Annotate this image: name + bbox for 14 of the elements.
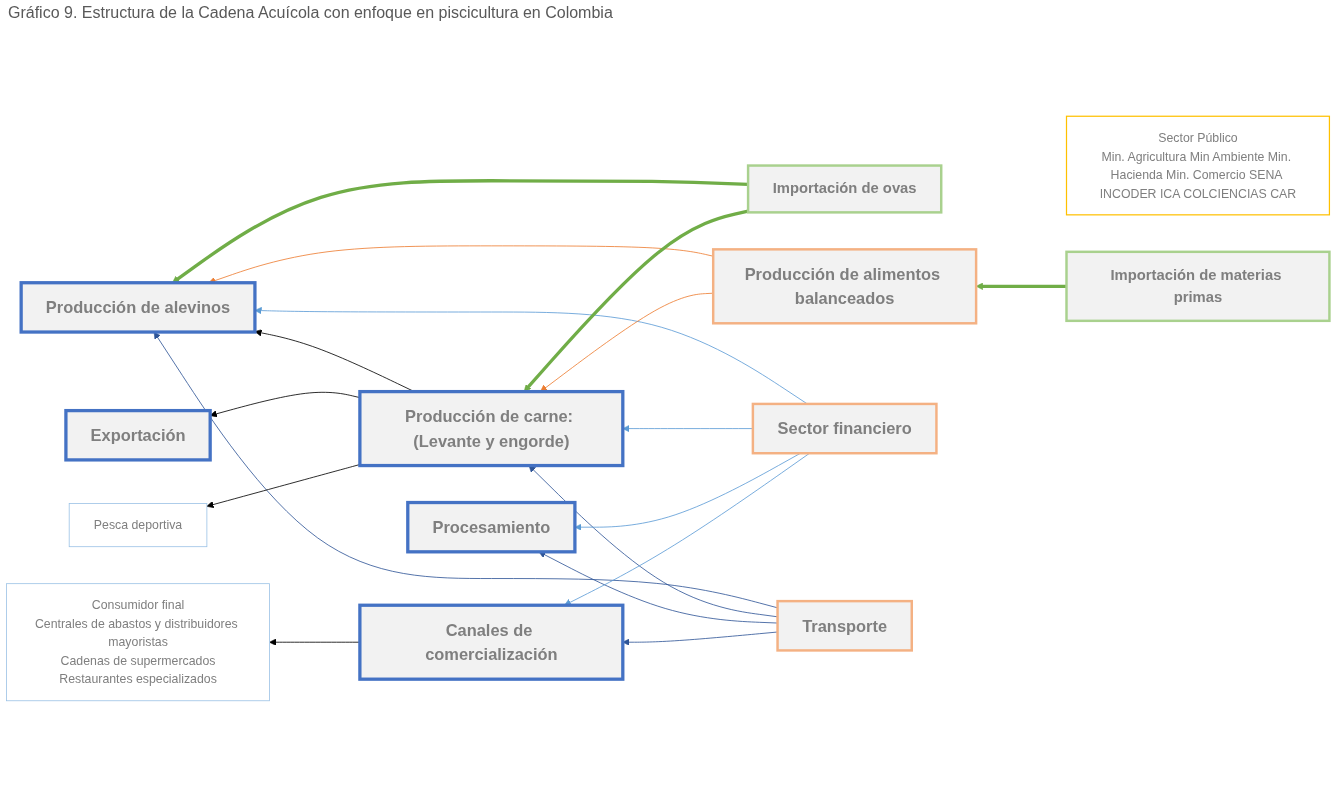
node-box: Transporte [776,599,913,652]
node-box: Consumidor final Centrales de abastos y distribuidores mayoristas Cadenas de supermercados Restaurantes especializados [6,583,270,702]
node-box: Sector Público Min. Agricultura Min Ambiente Min. Hacienda Min. Comercio SENA INCODER ICA COLCIENCIAS CAR [1065,115,1331,216]
node-box: Pesca deportiva [68,503,208,548]
node-box: Exportación [64,408,212,462]
node-box: Importación de materias primas [1065,250,1331,323]
node-box: Importación de ovas [746,164,943,214]
node-box: Procesamiento [406,500,577,554]
node-box: Producción de alimentos balanceados [711,248,978,325]
diagram-title: Gráfico 9. Estructura de la Cadena Acuícola con enfoque en piscicultura en Colombia [7,3,614,23]
node-box: Sector financiero [751,402,938,455]
node-box: Canales de comercialización [358,603,625,681]
node-box: Producción de alevinos [19,281,257,334]
node-box: Producción de carne: (Levante y engorde) [358,389,625,468]
